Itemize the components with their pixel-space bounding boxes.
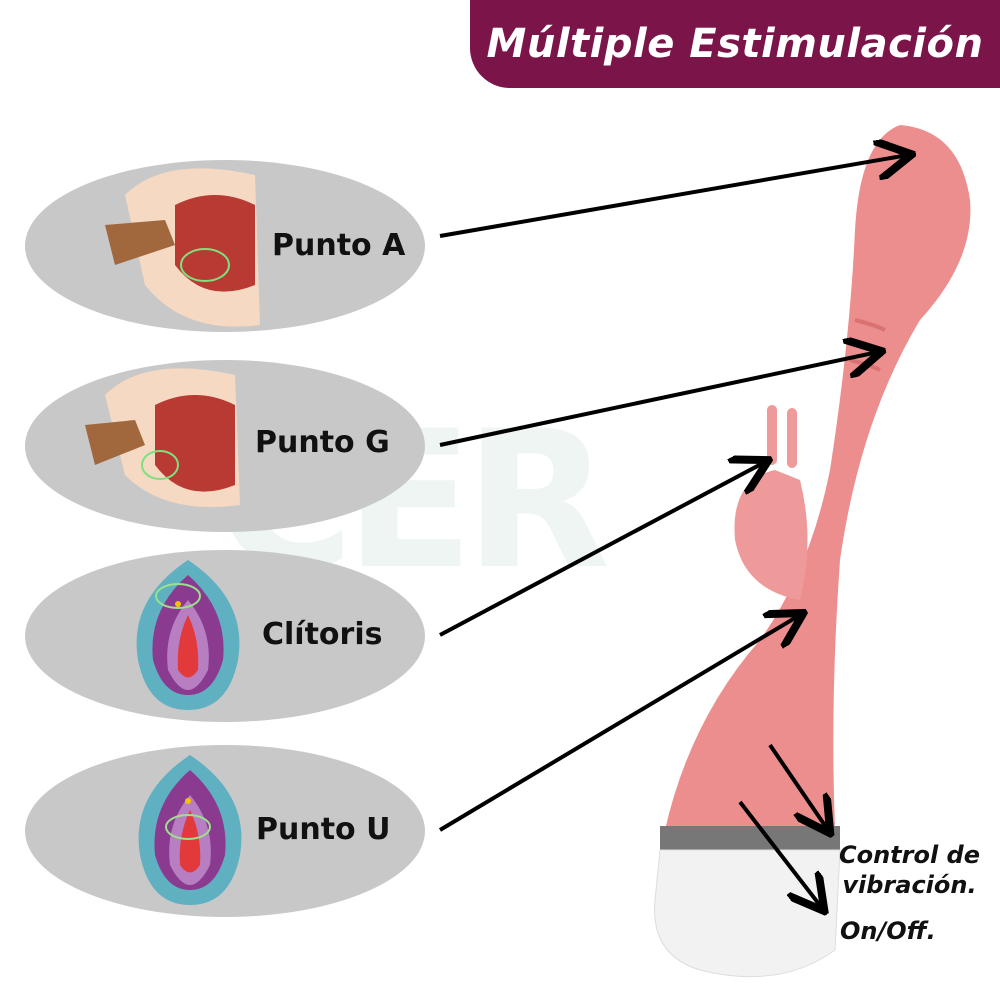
header-banner: Múltiple Estimulación [470, 0, 1000, 88]
control-annotation: Control de vibración. [838, 841, 981, 899]
arrow-punto-g [439, 352, 878, 447]
arrow-clitoris [439, 462, 765, 637]
page-title: Múltiple Estimulación [486, 21, 984, 67]
zone-label-clitoris: Clítoris [262, 617, 383, 652]
vulva-u-spot-icon [138, 755, 242, 905]
zone-label-punto-g: Punto G [255, 425, 390, 460]
anatomy-punto-a-icon [105, 168, 260, 327]
arrow-onoff [738, 800, 822, 908]
vulva-clitoris-icon [136, 560, 240, 710]
zone-label-punto-u: Punto U [256, 812, 391, 847]
zone-label-punto-a: Punto A [272, 228, 406, 263]
arrow-punto-a [439, 155, 908, 238]
anatomy-punto-g-icon [85, 368, 240, 507]
onoff-annotation: On/Off. [840, 917, 936, 945]
arrow-punto-u [438, 615, 800, 832]
arrow-control [768, 743, 828, 830]
